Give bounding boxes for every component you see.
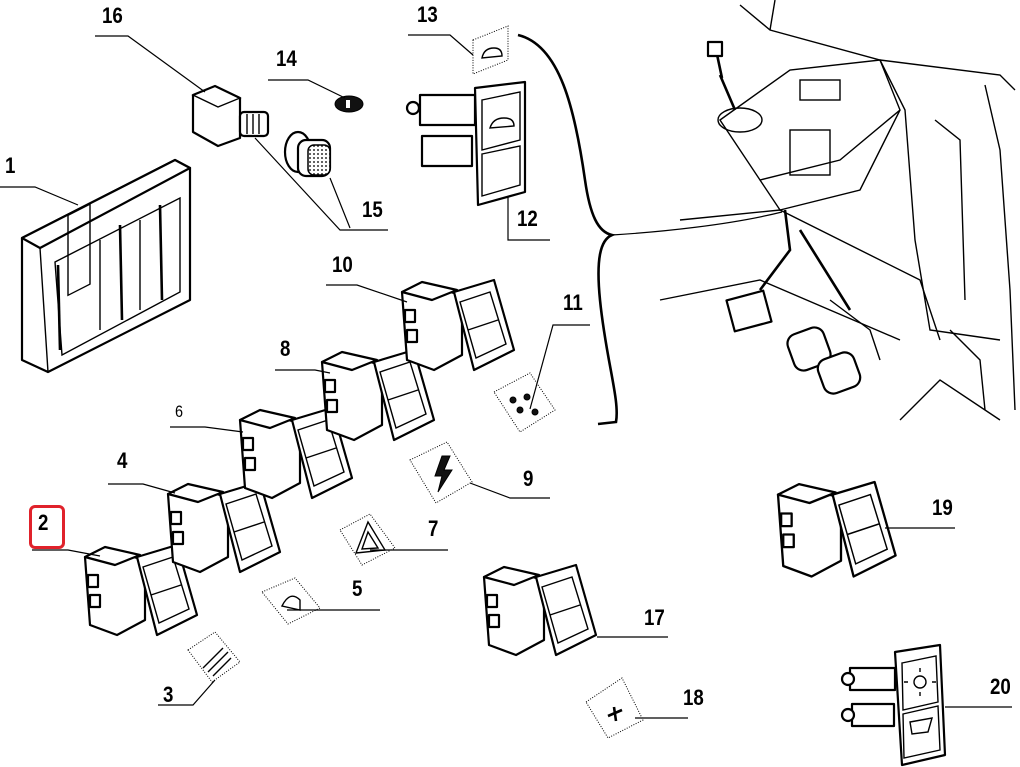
part-13-symbol-cab[interactable] [472, 25, 509, 75]
callout-13[interactable]: 13 [417, 2, 438, 27]
callout-1[interactable]: 1 [5, 153, 16, 178]
leader-lines [0, 34, 1012, 719]
callout-12[interactable]: 12 [517, 206, 538, 231]
callout-17[interactable]: 17 [644, 605, 665, 630]
part-5-symbol-beacon[interactable] [261, 577, 321, 625]
part-8-rocker-switch[interactable] [320, 348, 436, 442]
wiring-cable [517, 33, 618, 426]
part-14-nut[interactable] [334, 95, 364, 113]
part-20-double-rocker-switch-light[interactable] [840, 643, 947, 767]
callout-10[interactable]: 10 [332, 252, 353, 277]
callout-2[interactable]: 2 [38, 510, 49, 535]
cab-interior [659, 0, 1016, 421]
part-10-rocker-switch[interactable] [400, 278, 516, 372]
callout-5[interactable]: 5 [352, 576, 363, 601]
callout-19[interactable]: 19 [932, 495, 953, 520]
part-12-double-rocker-switch[interactable] [405, 80, 527, 207]
part-4-rocker-switch[interactable] [166, 480, 282, 574]
part-3-symbol-work-light[interactable] [187, 631, 241, 683]
callout-11[interactable]: 11 [563, 290, 583, 315]
part-19-rocker-switch[interactable] [776, 480, 897, 578]
callout-4[interactable]: 4 [117, 448, 128, 473]
part-1-switch-panel-frame[interactable] [20, 158, 192, 374]
callout-7[interactable]: 7 [428, 516, 439, 541]
callout-20[interactable]: 20 [990, 674, 1011, 699]
part-7-symbol-hazard[interactable] [339, 513, 396, 566]
part-16-rotary-switch[interactable] [191, 84, 270, 148]
part-11-symbol-misc[interactable] [493, 372, 556, 433]
part-9-symbol-lightning[interactable] [409, 441, 473, 504]
callout-14[interactable]: 14 [276, 46, 297, 71]
callout-9[interactable]: 9 [523, 466, 534, 491]
wiring-cable-branch [611, 211, 783, 236]
part-2-rocker-switch[interactable] [83, 543, 199, 637]
part-15-knob[interactable] [283, 130, 332, 178]
highlight-box-part-2 [29, 505, 65, 549]
callout-15[interactable]: 15 [362, 197, 383, 222]
part-18-symbol-key[interactable] [585, 677, 644, 739]
callout-3[interactable]: 3 [163, 682, 174, 707]
part-17-rocker-switch[interactable] [482, 563, 598, 657]
callout-8[interactable]: 8 [280, 336, 291, 361]
callout-6[interactable]: 6 [175, 402, 184, 421]
callout-16[interactable]: 16 [102, 3, 123, 28]
callout-18[interactable]: 18 [683, 685, 704, 710]
